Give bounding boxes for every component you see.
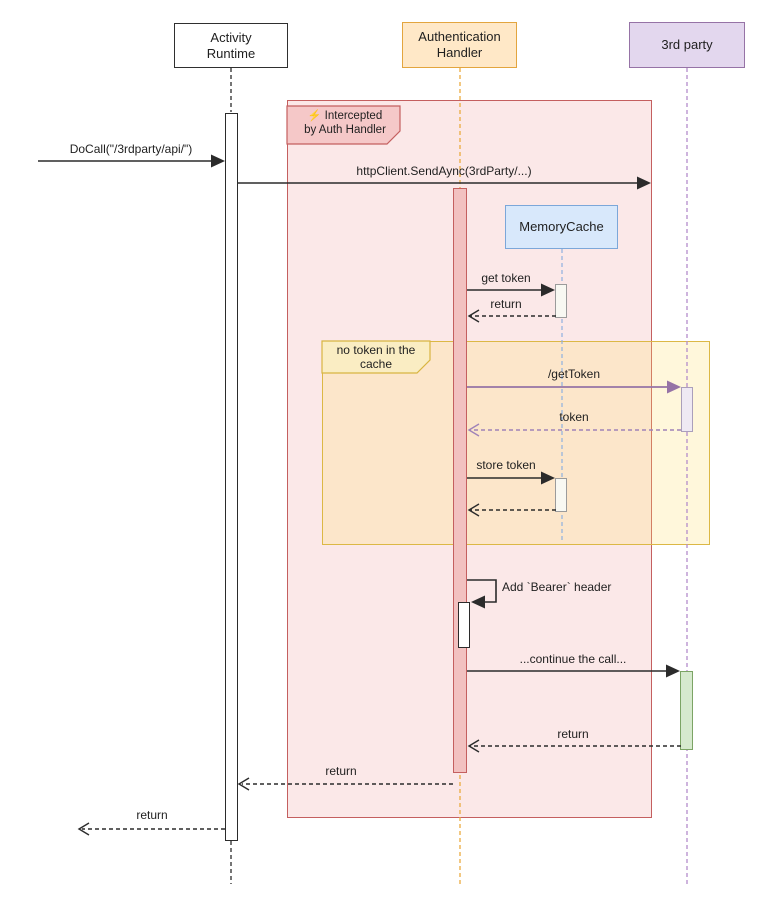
continue-call-arrowhead [666,664,680,678]
handler-return-arrowhead [237,777,250,791]
party-return-label: return [557,727,589,741]
docall-arrowhead [211,154,225,168]
cache-return-label: return [490,297,522,311]
participant-party-label: 3rd party [661,37,713,52]
get-token-endpoint-label: /getToken [547,367,601,381]
participant-activity-line1: Activity [210,29,252,45]
lightning-icon: ⚡ [307,110,322,122]
no-token-note-text: no token in the cache [337,343,416,371]
final-return-label: return [136,808,168,822]
docall-label: DoCall("/3rdparty/api/") [69,142,193,156]
no-token-note-line1: no token in the [336,343,416,357]
activity-activation-bar [225,113,238,841]
participant-auth-line1: Authentication [418,29,501,44]
party-activation-bar [681,387,693,432]
intercepted-note-line1: Intercepted [324,110,383,122]
participant-auth-line2: Handler [436,45,483,60]
memcache-activation-bar-1 [555,284,567,318]
intercepted-note-text: ⚡ Intercepted by Auth Handler [304,109,386,137]
self-call-activation-bar [458,602,470,648]
memcache-activation-bar-2 [555,478,567,512]
add-bearer-label: Add `Bearer` header [502,580,612,594]
participant-activity-line2: Runtime [206,45,256,61]
continue-call-label: ...continue the call... [519,652,627,666]
send-async-label: httpClient.SendAync(3rdParty/...) [356,164,532,178]
no-token-region [322,341,710,545]
intercepted-note-line2: by Auth Handler [304,124,386,136]
store-token-label: store token [476,458,536,472]
participant-memcache-label: MemoryCache [519,219,604,234]
no-token-note-line2: cache [359,357,393,371]
participant-authentication-handler: Authentication Handler [402,22,517,68]
handler-return-label: return [325,764,357,778]
participant-memorycache: MemoryCache [505,205,618,249]
participant-3rd-party: 3rd party [629,22,745,68]
participant-activity-runtime: Activity Runtime [174,23,288,68]
auth-activation-bar [453,188,467,773]
get-token-label: get token [481,271,531,285]
final-return-arrowhead [77,822,90,836]
party-activation-bar-green [680,671,693,750]
token-label: token [559,410,589,424]
